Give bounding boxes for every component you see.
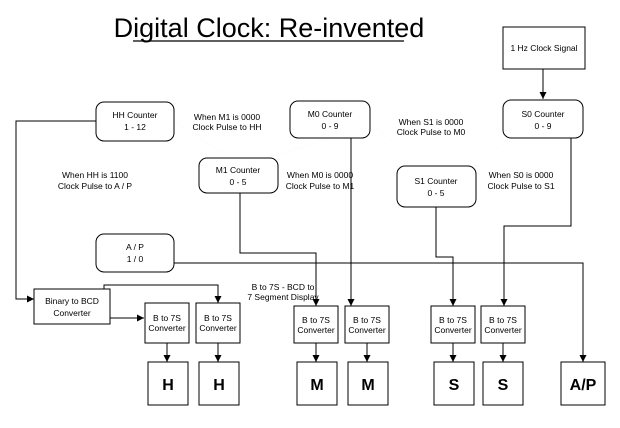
hh-counter-range: 1 - 12: [124, 122, 146, 132]
svg-text:M: M: [361, 377, 374, 394]
wire-m1-to-b7s-3: [239, 193, 320, 306]
note-hh-ap-line2: Clock Pulse to A / P: [58, 181, 133, 191]
b7s-2-line1: B to 7S: [204, 313, 232, 323]
note-m0-m1-line1: When M0 is 0000: [287, 170, 353, 180]
s0-counter-name: S0 Counter: [522, 109, 565, 119]
b7s-3-line2: Converter: [297, 325, 334, 335]
svg-text:S: S: [449, 377, 460, 394]
double-link-s0-s1: [475, 135, 513, 167]
wire-bcd-to-b7s-2: [103, 284, 222, 303]
note-m1-hh-line1: When M1 is 0000: [194, 112, 260, 122]
ap-range: 1 / 0: [127, 254, 144, 264]
b7s-3-line1: B to 7S: [302, 315, 330, 325]
s0-counter-range: 0 - 9: [534, 121, 551, 131]
note-m0-m1-line2: Clock Pulse to M1: [286, 181, 355, 191]
b7s-1-line1: B to 7S: [153, 313, 181, 323]
display-minute-units: M: [347, 361, 389, 406]
ap-box: [95, 233, 175, 273]
bcd-converter-box: [33, 288, 111, 325]
m0-counter-name: M0 Counter: [308, 109, 353, 119]
wire-hh-to-bcd: [15, 120, 96, 303]
svg-text:S: S: [498, 377, 509, 394]
s1-counter-name: S1 Counter: [415, 176, 458, 186]
svg-text:M: M: [310, 377, 323, 394]
svg-text:H: H: [162, 377, 174, 394]
b7s-note-line2: 7 Segment Display: [247, 292, 319, 302]
b7s-converter-6: B to 7S Converter: [480, 305, 526, 344]
b7s-5-line2: Converter: [434, 325, 471, 335]
b7s-2-line2: Converter: [199, 323, 236, 333]
double-link-m0-m1: [267, 137, 329, 159]
svg-text:H: H: [213, 377, 225, 394]
display-hour-units: H: [198, 361, 240, 406]
note-hh-ap-line1: When HH is 1100: [62, 170, 128, 180]
wire-s1-to-b7s-5: [435, 207, 457, 306]
b7s-note-line1: B to 7S - BCD to: [252, 282, 315, 292]
wire-ap-to-display: [174, 262, 587, 362]
bcd-converter-line2: Converter: [53, 308, 90, 318]
b7s-converter-1: B to 7S Converter: [144, 302, 190, 344]
b7s-converter-5: B to 7S Converter: [430, 305, 476, 344]
double-link-hh-m1: [173, 120, 231, 159]
display-second-units: S: [482, 361, 524, 406]
display-minute-tens: M: [296, 361, 338, 406]
double-link-m0-s1: [369, 121, 421, 167]
display-am-pm: A/P: [560, 361, 606, 406]
note-s1-m0-line1: When S1 is 0000: [399, 117, 464, 127]
hh-counter-name: HH Counter: [113, 110, 158, 120]
svg-text:A/P: A/P: [570, 377, 597, 394]
s0-counter-box: [502, 99, 584, 139]
s1-counter-box: [396, 165, 477, 208]
note-s0-s1-line1: When S0 is 0000: [489, 170, 554, 180]
b7s-1-line2: Converter: [148, 323, 185, 333]
display-hour-tens: H: [147, 361, 189, 406]
bcd-converter-line1: Binary to BCD: [45, 296, 99, 306]
ap-name: A / P: [126, 242, 144, 252]
note-s0-s1-line2: Clock Pulse to S1: [487, 181, 554, 191]
diagram-title: Digital Clock: Re-invented: [114, 13, 425, 43]
b7s-converter-3: B to 7S Converter: [293, 305, 339, 344]
m0-counter-range: 0 - 9: [321, 121, 338, 131]
b7s-6-line2: Converter: [484, 325, 521, 335]
clock-signal-label: 1 Hz Clock Signal: [510, 43, 577, 53]
clock-signal-box: [502, 26, 586, 70]
b7s-6-line1: B to 7S: [489, 315, 517, 325]
note-m1-hh-line2: Clock Pulse to HH: [193, 122, 262, 132]
b7s-converter-2: B to 7S Converter: [195, 302, 241, 344]
hh-counter-box: [95, 101, 175, 142]
note-s1-m0-line2: Clock Pulse to M0: [397, 127, 466, 137]
m1-counter-box: [198, 157, 279, 194]
display-second-tens: S: [433, 361, 475, 406]
s1-counter-range: 0 - 5: [427, 188, 444, 198]
wire-s0-to-b7s-6: [500, 138, 572, 306]
m1-counter-range: 0 - 5: [229, 177, 246, 187]
m1-counter-name: M1 Counter: [216, 165, 261, 175]
b7s-5-line1: B to 7S: [439, 315, 467, 325]
b7s-converter-4: B to 7S Converter: [344, 305, 390, 344]
b7s-4-line2: Converter: [348, 325, 385, 335]
b7s-4-line1: B to 7S: [353, 315, 381, 325]
m0-counter-box: [289, 100, 371, 139]
